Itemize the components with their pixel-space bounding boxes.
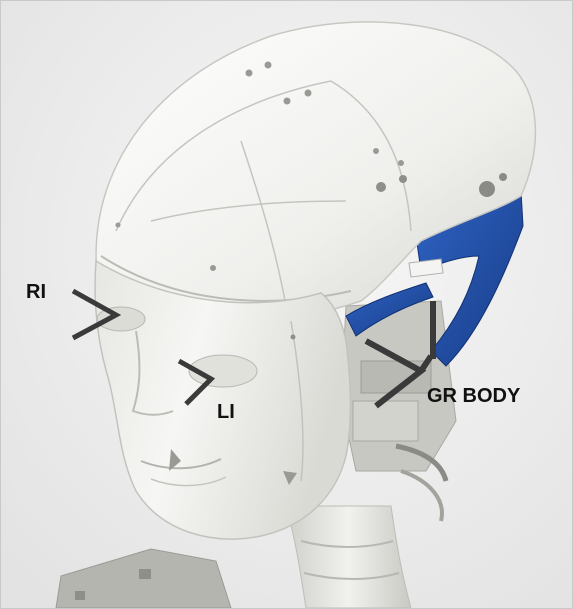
gr-body-label: GR BODY (427, 385, 521, 407)
ri-label: RI (26, 281, 46, 303)
li-label: LI (217, 401, 235, 423)
